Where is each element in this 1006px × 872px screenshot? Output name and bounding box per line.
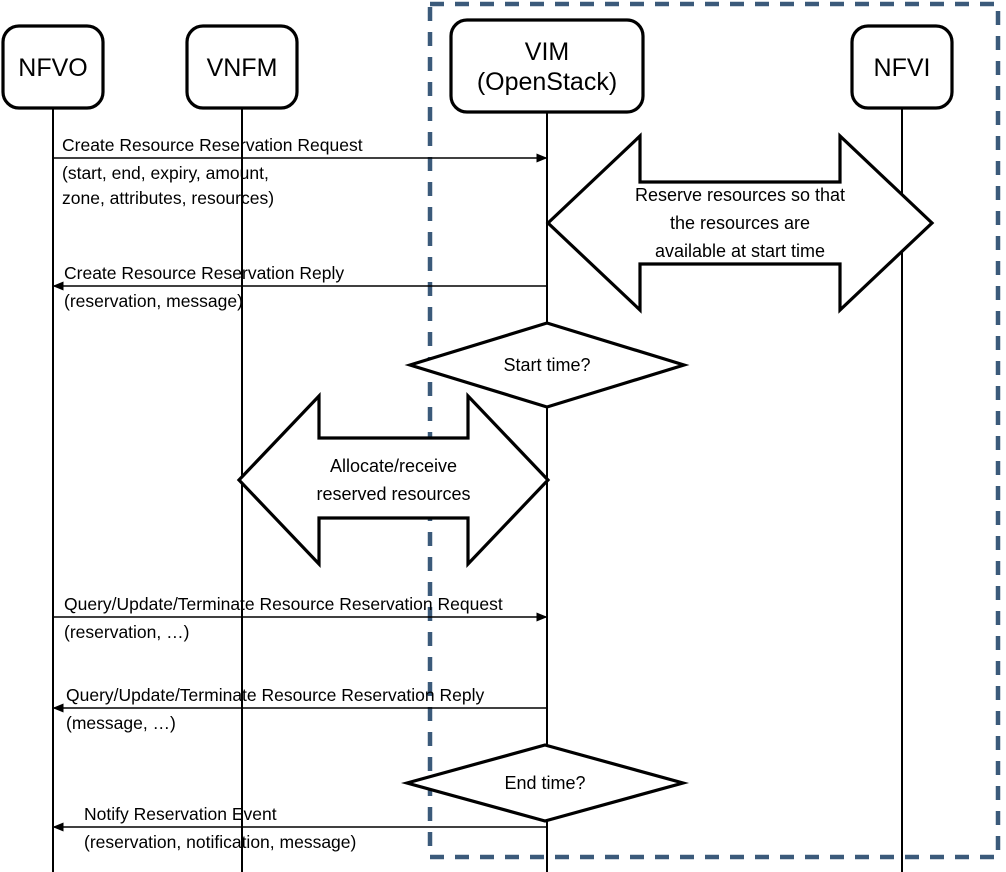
start-time-decision-outline: [404, 321, 690, 409]
create-resource-reservation-request-label: Create Resource Reservation Request: [62, 135, 363, 155]
vim-scope-boundary: [427, 1, 1001, 860]
actor-vim-label: (OpenStack): [477, 68, 617, 96]
reserve-resources-arrow-label-line: Reserve resources so that: [635, 185, 845, 205]
query-update-terminate-reply-params: (message, …): [66, 713, 176, 733]
end-time-decision: End time?: [400, 743, 690, 823]
create-resource-reservation-reply-params: (reservation, message): [64, 291, 243, 311]
actors-group: NFVO VNFM VIM(OpenStack) NFVI: [1, 18, 954, 114]
process-arrows-group: Reserve resources so that the resources a…: [236, 132, 935, 568]
create-resource-reservation-request: Create Resource Reservation Request (star…: [53, 135, 548, 208]
create-resource-reservation-reply-label: Create Resource Reservation Reply: [64, 263, 344, 283]
actor-vim-box[interactable]: [449, 18, 645, 114]
actor-nfvo-box[interactable]: [1, 24, 105, 110]
create-resource-reservation-reply: Create Resource Reservation Reply (reserv…: [52, 263, 547, 311]
reserve-resources-arrow: Reserve resources so that the resources a…: [545, 132, 935, 314]
allocate-receive-arrow-outline: [236, 392, 551, 568]
end-time-decision-outline: [400, 743, 690, 823]
reserve-resources-arrow-outline: [545, 132, 935, 314]
actor-nfvo-label: NFVO: [18, 54, 87, 82]
decision-diamonds-group: Start time? End time?: [400, 321, 690, 823]
actor-vnfm[interactable]: VNFM: [185, 24, 299, 110]
actor-vim[interactable]: VIM(OpenStack): [449, 18, 645, 114]
reserve-resources-arrow-label-line: the resources are: [670, 213, 810, 233]
notify-reservation-event-params: (reservation, notification, message): [84, 832, 356, 852]
allocate-receive-arrow-label-line: Allocate/receive: [330, 456, 457, 476]
actor-vnfm-label: VNFM: [207, 54, 278, 82]
query-update-terminate-request-params: (reservation, …): [64, 622, 189, 642]
notify-reservation-event-label: Notify Reservation Event: [84, 804, 277, 824]
actor-nfvi-box[interactable]: [850, 24, 954, 110]
messages-group: Create Resource Reservation Request (star…: [52, 135, 548, 852]
actor-nfvo[interactable]: NFVO: [1, 24, 105, 110]
allocate-receive-arrow: Allocate/receive reserved resources: [236, 392, 551, 568]
notify-reservation-event: Notify Reservation Event (reservation, no…: [52, 804, 547, 852]
allocate-receive-arrow-label-line: reserved resources: [316, 484, 470, 504]
reserve-resources-arrow-label-line: available at start time: [655, 241, 825, 261]
query-update-terminate-reply: Query/Update/Terminate Resource Reservat…: [52, 685, 547, 733]
query-update-terminate-request: Query/Update/Terminate Resource Reservat…: [53, 594, 548, 642]
query-update-terminate-reply-label: Query/Update/Terminate Resource Reservat…: [66, 685, 484, 705]
start-time-decision: Start time?: [404, 321, 690, 409]
create-resource-reservation-request-params: zone, attributes, resources): [62, 188, 274, 208]
actor-nfvi[interactable]: NFVI: [850, 24, 954, 110]
actor-vim-label: VIM: [525, 38, 569, 66]
actor-vnfm-box[interactable]: [185, 24, 299, 110]
actor-nfvi-label: NFVI: [874, 54, 931, 82]
end-time-decision-label: End time?: [504, 773, 585, 793]
create-resource-reservation-request-params: (start, end, expiry, amount,: [62, 163, 269, 183]
query-update-terminate-request-label: Query/Update/Terminate Resource Reservat…: [64, 594, 503, 614]
start-time-decision-label: Start time?: [503, 355, 590, 375]
